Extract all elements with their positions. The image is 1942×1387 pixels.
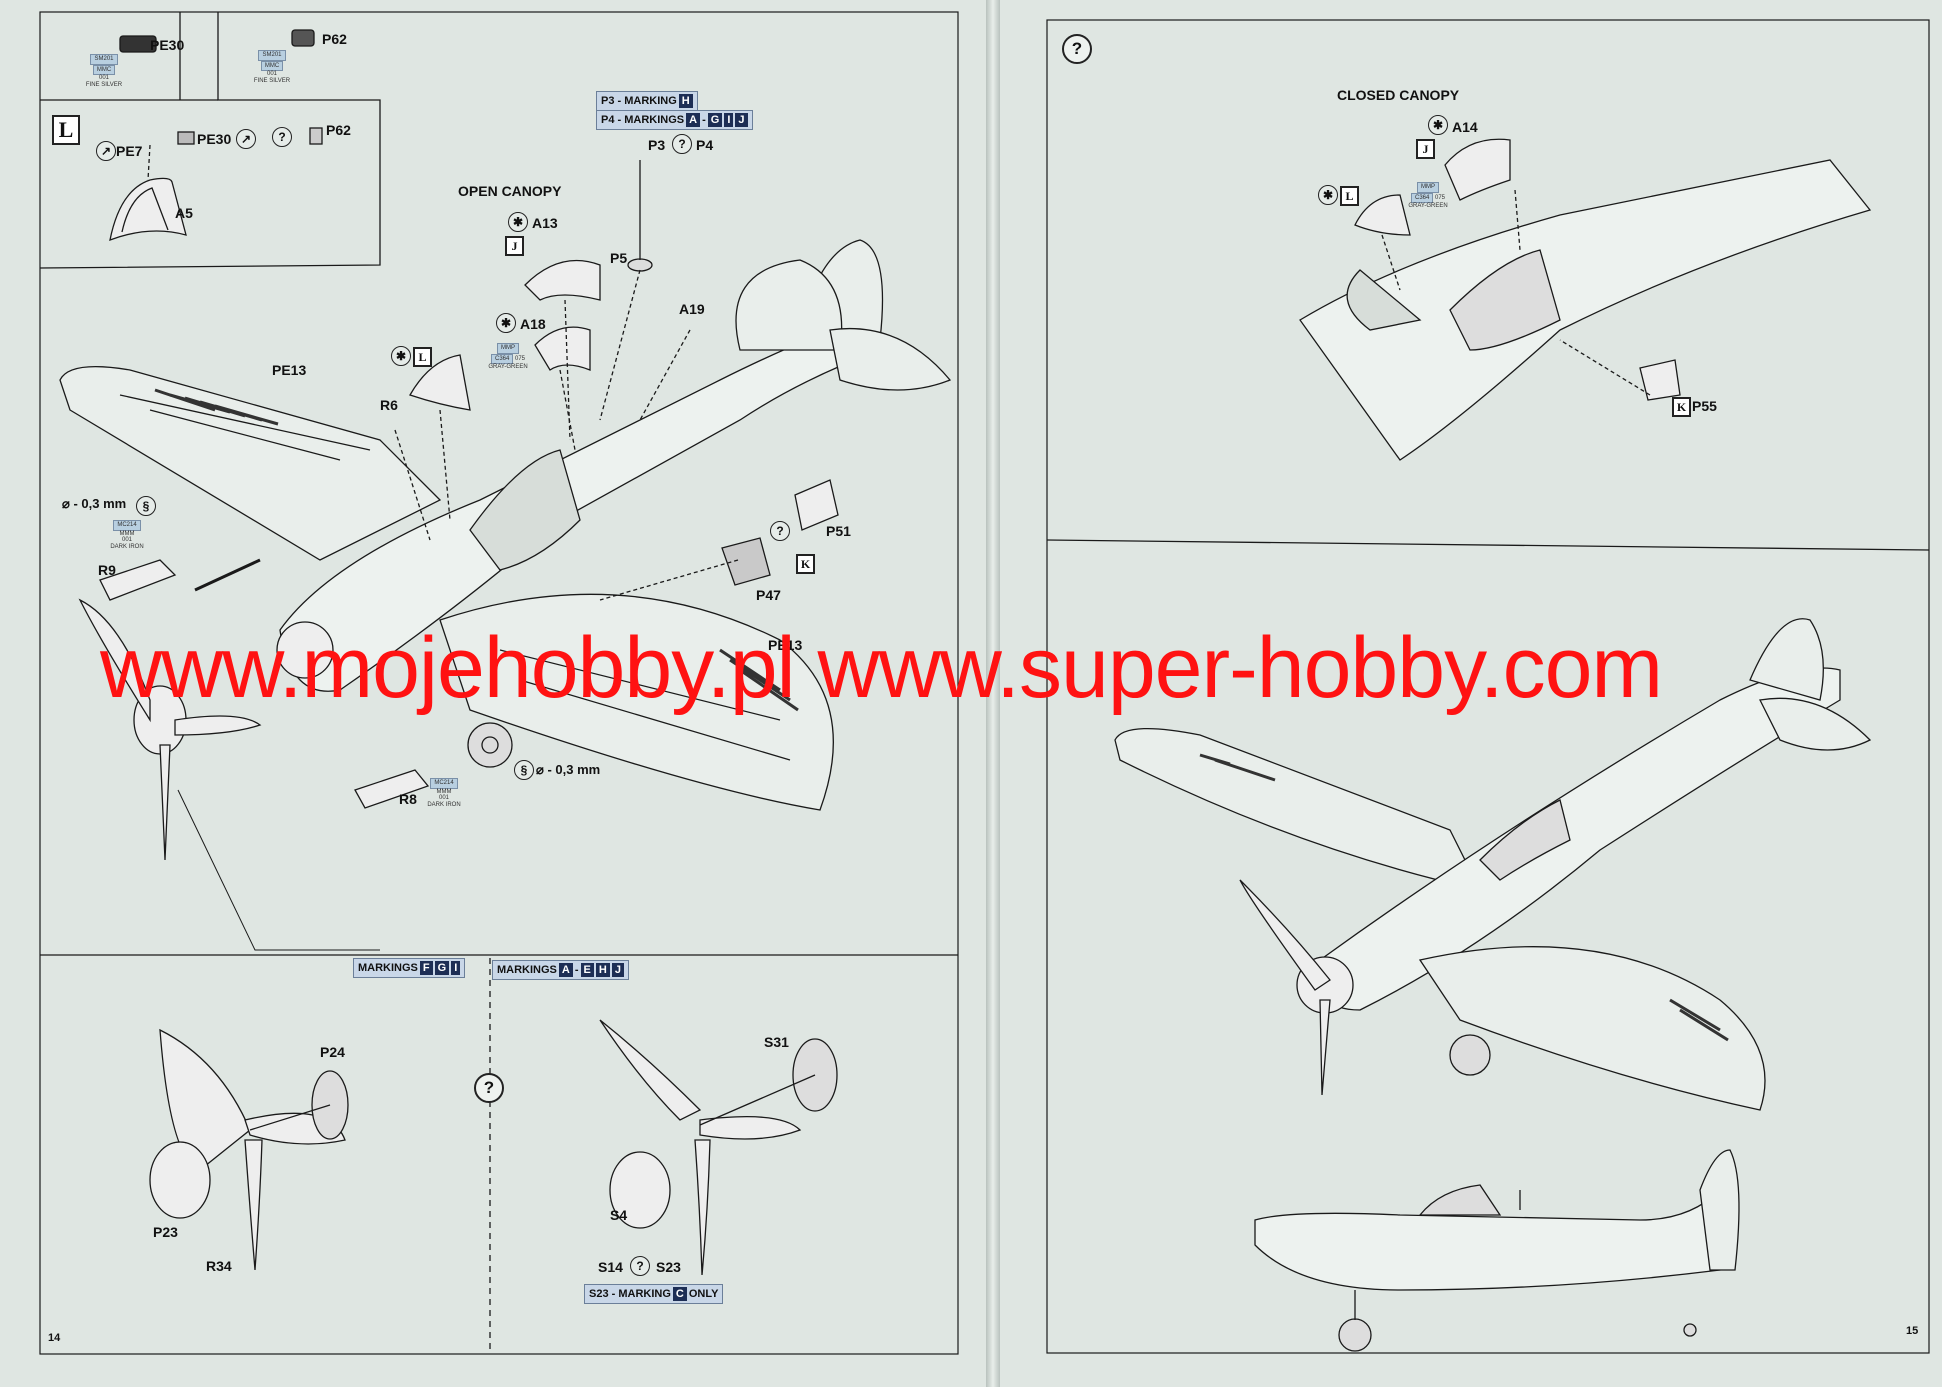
p55-part xyxy=(1639,359,1681,401)
bend-icon: ↗ xyxy=(236,129,256,149)
part-label-p3: P3 xyxy=(648,137,666,153)
completed-aircraft-drawing xyxy=(1114,618,1872,1111)
optional-step-icon: ? xyxy=(474,1073,504,1103)
optional-icon: ? xyxy=(770,521,790,541)
optional-icon: ? xyxy=(272,127,292,147)
propeller-assembly-left xyxy=(149,1028,349,1271)
a14-canopy xyxy=(1444,138,1511,201)
drill-icon: § xyxy=(514,760,534,780)
watermark-text: www.mojehobby.pl www.super-hobby.com xyxy=(100,620,1663,716)
a13-canopy xyxy=(524,259,601,301)
step-ref-j: J xyxy=(505,236,524,256)
closed-canopy-aircraft-drawing xyxy=(1299,138,1872,461)
optional-icon: ? xyxy=(630,1256,650,1276)
side-view-aircraft-drawing xyxy=(1254,1149,1740,1352)
paint-chip-fine-silver: SM201 MMC 001 FINE SILVER xyxy=(253,50,291,84)
s23-marking-tag: S23 - MARKING C ONLY xyxy=(584,1284,724,1304)
optional-icon: ? xyxy=(672,134,692,154)
step-ref-l: L xyxy=(413,347,432,367)
l-windscreen-right xyxy=(1354,194,1411,236)
markings-tag-fgi: MARKINGS F G I xyxy=(353,958,466,978)
left-page-frame xyxy=(39,11,959,1355)
part-label-p5: P5 xyxy=(610,250,628,266)
main-aircraft-drawing xyxy=(59,160,952,951)
p3-marking-tag: P3 - MARKING H xyxy=(596,91,698,111)
step-letter-badge: L xyxy=(52,115,80,145)
cement-icon: ✱ xyxy=(496,313,516,333)
drill-icon: § xyxy=(136,496,156,516)
p51-part xyxy=(794,479,839,531)
paint-chip-fine-silver: SM201 MMC 001 FINE SILVER xyxy=(85,54,123,88)
part-label-a13: A13 xyxy=(532,215,558,231)
l-windscreen xyxy=(409,354,471,411)
part-label-pe13-bottom: PE13 xyxy=(768,637,803,653)
part-label-p23: P23 xyxy=(153,1224,178,1240)
cement-icon: ✱ xyxy=(1318,185,1338,205)
part-label-a19: A19 xyxy=(679,301,705,317)
part-label-pe7: PE7 xyxy=(116,143,143,159)
paint-chip-dark-iron: MC214 MMM 001 DARK IRON xyxy=(427,778,461,808)
right-page-frame xyxy=(1046,19,1930,1354)
step-ref-k-right: K xyxy=(1672,397,1691,417)
p62-part-top xyxy=(291,29,315,47)
step-ref-j-right: J xyxy=(1416,139,1435,159)
part-label-r6: R6 xyxy=(380,397,398,413)
part-label-p51: P51 xyxy=(826,523,851,539)
part-label-r9: R9 xyxy=(98,562,116,578)
part-label-p4: P4 xyxy=(696,137,714,153)
p62-part-mid xyxy=(309,127,323,145)
cement-icon: ✱ xyxy=(391,346,411,366)
part-label-a18: A18 xyxy=(520,316,546,332)
step-ref-k: K xyxy=(796,554,815,574)
open-canopy-heading: OPEN CANOPY xyxy=(458,183,562,199)
part-label-s23: S23 xyxy=(656,1259,681,1275)
part-label-s14: S14 xyxy=(598,1259,623,1275)
drill-note-top: ⌀ - 0,3 mm xyxy=(62,496,127,511)
part-label-r34: R34 xyxy=(206,1258,232,1274)
booklet-spine xyxy=(986,0,1000,1387)
part-label-s31: S31 xyxy=(764,1034,789,1050)
part-label-p24: P24 xyxy=(320,1044,345,1060)
a18-canopy xyxy=(534,326,591,371)
inset-frame xyxy=(39,12,381,269)
closed-canopy-heading: CLOSED CANOPY xyxy=(1337,87,1460,103)
p47-part xyxy=(721,537,771,586)
part-label-a14: A14 xyxy=(1452,119,1478,135)
part-label-p55: P55 xyxy=(1692,398,1717,414)
part-label-p62-top: P62 xyxy=(322,31,347,47)
part-label-pe13-top: PE13 xyxy=(272,362,307,378)
drill-note-bottom: ⌀ - 0,3 mm xyxy=(536,762,601,777)
part-label-pe30-top: PE30 xyxy=(150,37,185,53)
part-label-p62-mid: P62 xyxy=(326,122,351,138)
part-label-a5: A5 xyxy=(175,205,193,221)
a5-windscreen xyxy=(109,177,187,242)
optional-step-icon: ? xyxy=(1062,34,1092,64)
step-ref-l-right: L xyxy=(1340,186,1359,206)
part-label-s4: S4 xyxy=(610,1207,628,1223)
propeller-assembly-right xyxy=(599,1019,838,1276)
part-label-r8: R8 xyxy=(399,791,417,807)
page-number-right: 15 xyxy=(1906,1325,1919,1337)
markings-tag-aehj: MARKINGS A - E H J xyxy=(492,960,629,980)
pe30-part-top xyxy=(119,35,157,53)
paint-chip-gray-green: MMP C364 075 GRAY-GREEN xyxy=(488,343,528,371)
cement-icon: ✱ xyxy=(1428,115,1448,135)
paint-chip-gray-green: MMP C364 075 GRAY-GREEN xyxy=(1408,182,1448,210)
cement-icon: ✱ xyxy=(508,212,528,232)
pe30-part-mid xyxy=(177,131,195,145)
page-number-left: 14 xyxy=(48,1332,61,1344)
p4-marking-tag: P4 - MARKINGS A - G I J xyxy=(596,110,753,130)
bend-icon: ↗ xyxy=(96,141,116,161)
part-label-pe30-mid: PE30 xyxy=(197,131,232,147)
part-label-p47: P47 xyxy=(756,587,781,603)
right-section-divider xyxy=(1046,539,1930,551)
paint-chip-dark-iron: MC214 MMM 001 DARK IRON xyxy=(110,520,144,550)
